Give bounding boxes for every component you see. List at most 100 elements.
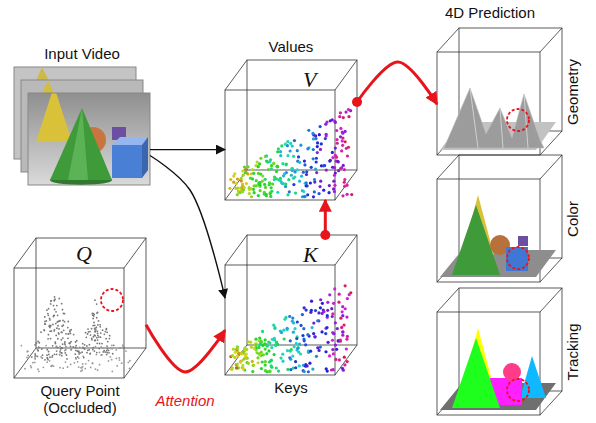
cloud-point (276, 343, 279, 346)
cloud-point (127, 362, 129, 364)
cloud-point (247, 362, 250, 365)
cloud-point (244, 171, 247, 174)
cloud-point (341, 305, 344, 308)
cloud-point (347, 115, 350, 118)
cloud-point (60, 331, 62, 333)
cloud-point (63, 329, 65, 331)
cloud-point (312, 195, 315, 198)
wire-cube (225, 60, 357, 200)
cloud-point (44, 316, 46, 318)
cloud-point (282, 329, 285, 332)
cloud-point (235, 187, 238, 190)
cloud-point (79, 347, 81, 349)
cloud-point (320, 330, 323, 333)
cloud-point (116, 365, 118, 367)
cloud-point (70, 333, 72, 335)
cloud-point (89, 353, 91, 355)
cloud-point (300, 175, 303, 178)
cloud-point (325, 133, 328, 136)
cloud-point (34, 358, 36, 360)
cloud-point (243, 186, 246, 189)
cloud-point (324, 327, 327, 330)
cloud-point (53, 305, 55, 307)
cloud-point (53, 315, 55, 317)
cloud-point (301, 189, 304, 192)
cloud-point (265, 160, 268, 163)
cloud-point (344, 130, 347, 133)
cloud-point (243, 347, 246, 350)
cloud-point (42, 354, 44, 356)
cloud-point (73, 334, 75, 336)
cloud-point (59, 353, 61, 355)
cloud-point (322, 310, 325, 313)
cloud-point (43, 330, 45, 332)
cloud-point (345, 315, 348, 318)
cloud-point (38, 346, 40, 348)
cloud-point (331, 156, 334, 159)
cloud-point (341, 130, 344, 133)
cloud-point (97, 311, 99, 313)
cloud-point (333, 287, 336, 290)
cloud-point (105, 328, 107, 330)
cube-edge (335, 235, 357, 265)
cloud-point (303, 163, 306, 166)
side-label: Tracking (564, 323, 581, 380)
cloud-point (95, 368, 97, 370)
cloud-point (325, 326, 328, 329)
cloud-point (72, 346, 74, 348)
cloud-point (252, 364, 255, 367)
cloud-point (56, 350, 58, 352)
cloud-point (97, 335, 99, 337)
cloud-point (260, 340, 263, 343)
cloud-point (75, 358, 77, 360)
cloud-point (268, 182, 271, 185)
cloud-point (304, 343, 307, 346)
cloud-point (37, 349, 39, 351)
cloud-point (67, 327, 69, 329)
cloud-point (276, 150, 279, 153)
cloud-point (310, 166, 313, 169)
cloud-point (55, 346, 57, 348)
cloud-point (326, 301, 329, 304)
cloud-point (284, 143, 287, 146)
cube-edge (335, 60, 357, 90)
cloud-point (50, 365, 52, 367)
cloud-point (57, 347, 59, 349)
cloud-point (336, 142, 339, 145)
cloud-point (345, 147, 348, 150)
cloud-point (111, 371, 113, 373)
cloud-point (122, 345, 124, 347)
cloud-point (284, 316, 287, 319)
cloud-point (89, 344, 91, 346)
cloud-point (324, 332, 327, 335)
cloud-point (65, 345, 67, 347)
cloud-point (93, 313, 95, 315)
cloud-point (327, 191, 330, 194)
cloud-point (253, 184, 256, 187)
cloud-point (85, 332, 87, 334)
cloud-point (93, 322, 95, 324)
cloud-point (242, 174, 245, 177)
cloud-point (249, 341, 252, 344)
cloud-point (88, 360, 90, 362)
cloud-point (58, 298, 60, 300)
cloud-point (284, 185, 287, 188)
cloud-point (320, 142, 323, 145)
cloud-point (332, 180, 335, 183)
cloud-point (27, 350, 29, 352)
edge-label: Attention (153, 392, 216, 409)
cloud-point (80, 352, 82, 354)
cloud-point (341, 314, 344, 317)
cloud-point (96, 330, 98, 332)
cloud-point (345, 193, 348, 196)
cloud-point (69, 342, 71, 344)
green-cone (50, 108, 112, 180)
cloud-point (50, 325, 52, 327)
cloud-point (239, 360, 242, 363)
cube-face (225, 90, 335, 200)
cloud-point (293, 170, 296, 173)
cube-edge (225, 60, 247, 90)
cloud-point (331, 339, 334, 342)
cloud-point (334, 121, 337, 124)
